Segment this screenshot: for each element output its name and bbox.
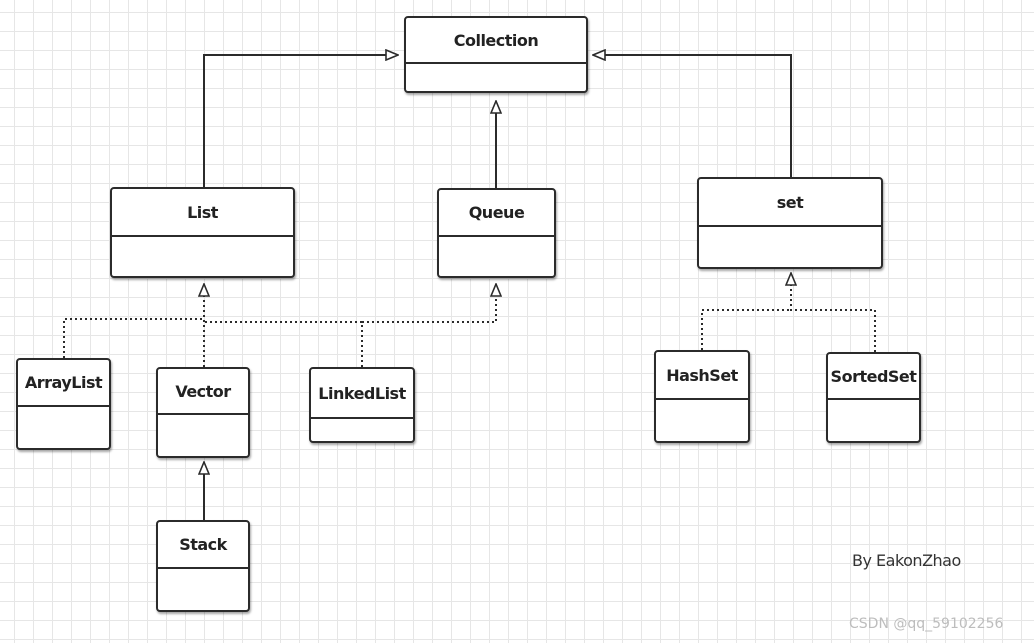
class-collection-name: Collection: [406, 18, 586, 64]
edge-sortedset-to-set: [791, 273, 876, 352]
class-hashset-name: HashSet: [656, 352, 748, 400]
class-sortedset-name: SortedSet: [828, 354, 919, 400]
edge-set-to-collection: [593, 55, 792, 177]
class-arraylist-name: ArrayList: [18, 360, 109, 407]
edge-list-to-collection: [203, 55, 398, 187]
class-stack-name: Stack: [158, 522, 248, 569]
class-queue-name: Queue: [439, 190, 554, 237]
csdn-watermark: CSDN @qq_59102256: [849, 616, 1004, 632]
edge-linkedlist-to-list-queue: [204, 321, 363, 367]
class-list[interactable]: List: [110, 187, 295, 278]
class-list-name: List: [112, 189, 293, 237]
class-vector-name: Vector: [158, 369, 248, 415]
edge-linkedlist-to-queue: [362, 284, 496, 323]
class-arraylist[interactable]: ArrayList: [16, 358, 111, 450]
edge-hashset-to-set: [701, 309, 791, 350]
class-set-name: set: [699, 179, 881, 227]
class-collection[interactable]: Collection: [404, 16, 588, 93]
class-sortedset[interactable]: SortedSet: [826, 352, 921, 443]
class-linkedlist[interactable]: LinkedList: [309, 367, 415, 443]
class-queue[interactable]: Queue: [437, 188, 556, 278]
edge-arraylist-to-list: [63, 318, 204, 358]
class-linkedlist-name: LinkedList: [311, 369, 413, 419]
class-stack[interactable]: Stack: [156, 520, 250, 612]
class-vector[interactable]: Vector: [156, 367, 250, 458]
class-hashset[interactable]: HashSet: [654, 350, 750, 443]
class-set[interactable]: set: [697, 177, 883, 269]
author-credit: By EakonZhao: [852, 551, 961, 570]
